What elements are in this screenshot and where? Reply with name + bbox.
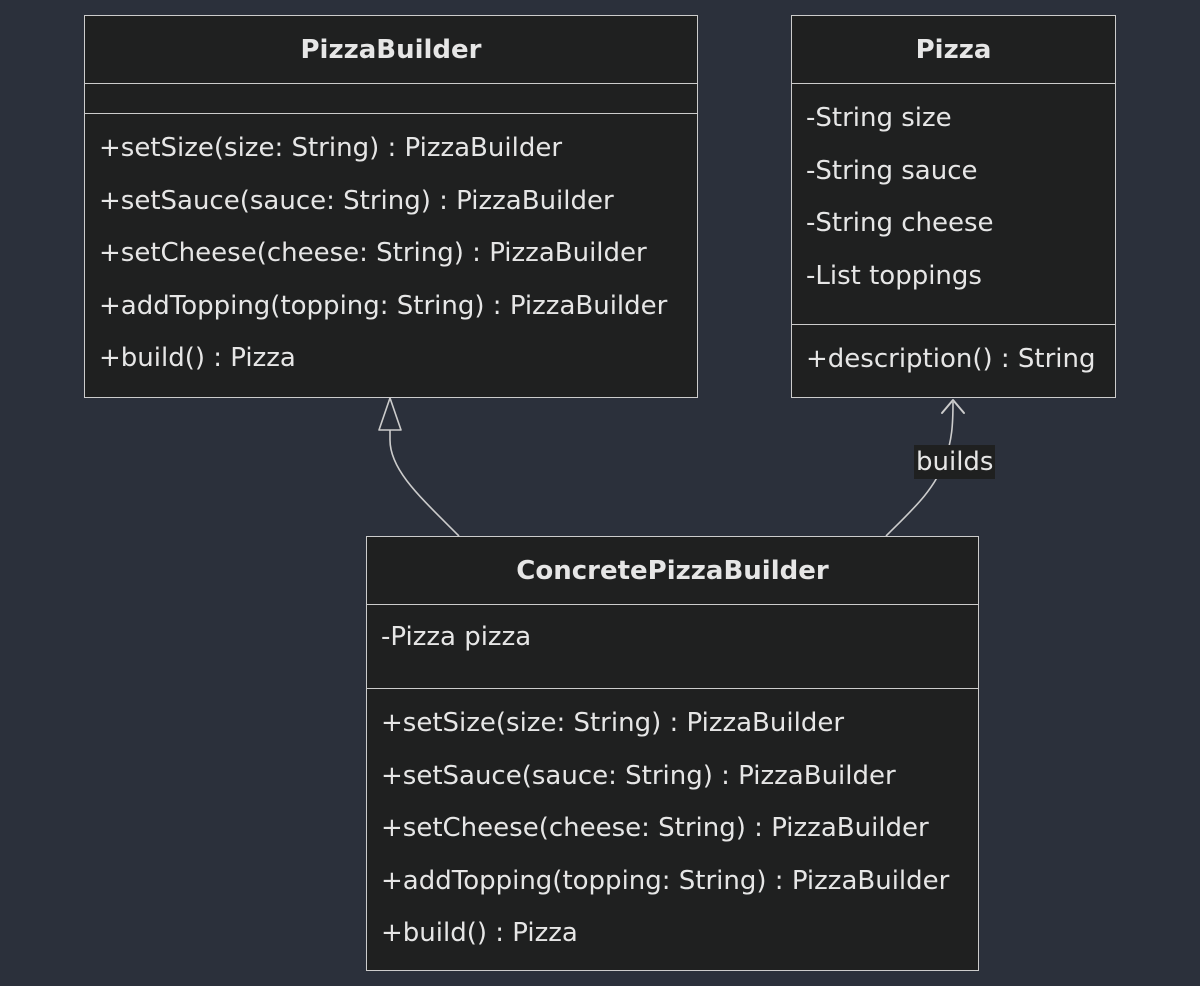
method: +addTopping(topping: String) : PizzaBuil… [99, 290, 668, 321]
method: +setCheese(cheese: String) : PizzaBuilde… [99, 238, 647, 269]
relation-label-builds: builds [914, 445, 996, 479]
method: +addTopping(topping: String) : PizzaBuil… [381, 865, 950, 896]
method: +build() : Pizza [99, 343, 296, 374]
method: +setSize(size: String) : PizzaBuilder [381, 708, 845, 738]
attributes-section: -Pizza pizza [367, 605, 978, 689]
method: +description() : String [806, 344, 1096, 374]
class-name: ConcretePizzaBuilder [367, 537, 978, 605]
attribute: -String cheese [806, 208, 994, 239]
association-arrowhead [941, 399, 965, 414]
method: +setSauce(sauce: String) : PizzaBuilder [381, 760, 896, 791]
method: +setCheese(cheese: String) : PizzaBuilde… [381, 813, 929, 844]
class-pizza-builder[interactable]: PizzaBuilder +setSize(size: String) : Pi… [84, 15, 698, 398]
attribute: -String size [806, 103, 952, 133]
attributes-section [85, 84, 697, 114]
inheritance-edge [389, 428, 460, 537]
class-name: PizzaBuilder [85, 16, 697, 84]
attributes-section: -String size -String sauce -String chees… [792, 84, 1115, 325]
method: +build() : Pizza [381, 918, 578, 949]
attribute: -String sauce [806, 155, 978, 186]
class-name: Pizza [792, 16, 1115, 84]
methods-section: +setSize(size: String) : PizzaBuilder +s… [85, 114, 697, 394]
method: +setSize(size: String) : PizzaBuilder [99, 133, 563, 163]
class-concrete-pizza-builder[interactable]: ConcretePizzaBuilder -Pizza pizza +setSi… [366, 536, 979, 971]
attribute: -List toppings [806, 260, 982, 291]
methods-section: +description() : String [792, 325, 1115, 395]
methods-section: +setSize(size: String) : PizzaBuilder +s… [367, 689, 978, 969]
method: +setSauce(sauce: String) : PizzaBuilder [99, 185, 614, 216]
attribute: -Pizza pizza [381, 622, 532, 652]
class-pizza[interactable]: Pizza -String size -String sauce -String… [791, 15, 1116, 398]
inheritance-arrowhead [378, 397, 402, 431]
